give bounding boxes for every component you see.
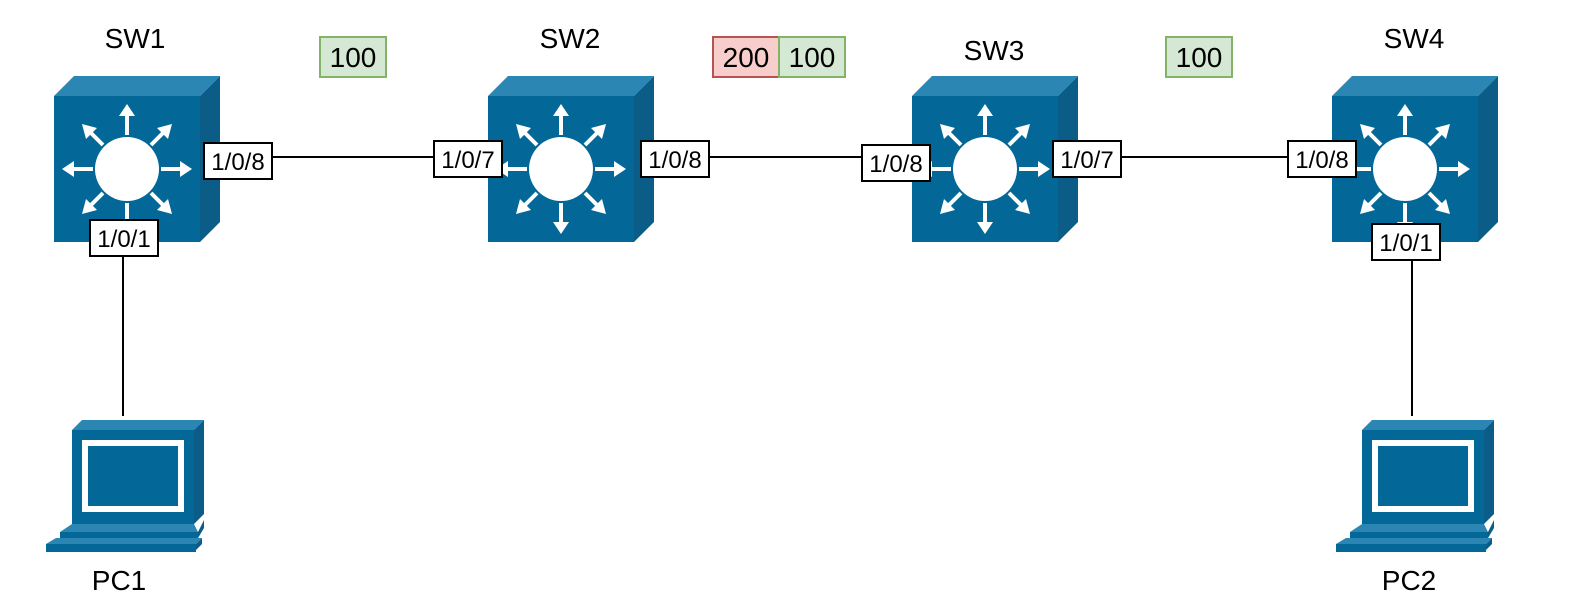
- vlan-tag-sw3-sw4: 100: [1165, 36, 1233, 78]
- svg-text:100: 100: [1176, 42, 1223, 73]
- device-label-sw3: SW3: [964, 35, 1025, 66]
- switch-sw2: [486, 74, 656, 244]
- port-sw1-bottom: 1/0/1: [89, 219, 159, 257]
- vlan-tag-sw1-sw2: 100: [319, 36, 387, 78]
- svg-text:1/0/8: 1/0/8: [648, 147, 701, 174]
- switch-icon: [52, 74, 222, 244]
- svg-text:1/0/8: 1/0/8: [211, 149, 264, 176]
- switch-icon: [486, 74, 656, 244]
- pc-icon: [46, 420, 204, 552]
- svg-text:100: 100: [330, 42, 377, 73]
- port-sw3-right: 1/0/7: [1052, 140, 1122, 178]
- port-sw4-bottom: 1/0/1: [1371, 223, 1441, 261]
- svg-text:1/0/8: 1/0/8: [869, 151, 922, 178]
- svg-text:100: 100: [789, 42, 836, 73]
- port-sw1-right: 1/0/8: [203, 142, 273, 180]
- device-label-pc1: PC1: [92, 565, 146, 596]
- pc-pc1: [46, 420, 204, 552]
- pc-pc2: [1336, 420, 1494, 552]
- svg-text:1/0/7: 1/0/7: [1060, 147, 1113, 174]
- vlan-tag-sw2-sw3-a: 200: [712, 36, 780, 78]
- port-sw2-right: 1/0/8: [640, 140, 710, 178]
- svg-text:1/0/1: 1/0/1: [1379, 230, 1432, 257]
- links: [122, 156, 1413, 416]
- pc-icon: [1336, 420, 1494, 552]
- device-label-sw4: SW4: [1384, 23, 1445, 54]
- svg-text:1/0/1: 1/0/1: [97, 226, 150, 253]
- port-sw2-left: 1/0/7: [433, 140, 503, 178]
- svg-text:200: 200: [723, 42, 770, 73]
- svg-text:1/0/8: 1/0/8: [1295, 147, 1348, 174]
- port-sw3-left: 1/0/8: [861, 144, 931, 182]
- svg-text:1/0/7: 1/0/7: [441, 147, 494, 174]
- switch-sw1: [52, 74, 222, 244]
- port-sw4-left: 1/0/8: [1287, 140, 1357, 178]
- vlan-tag-sw2-sw3-b: 100: [778, 36, 846, 78]
- device-label-sw1: SW1: [105, 23, 166, 54]
- device-label-sw2: SW2: [540, 23, 601, 54]
- device-label-pc2: PC2: [1382, 565, 1436, 596]
